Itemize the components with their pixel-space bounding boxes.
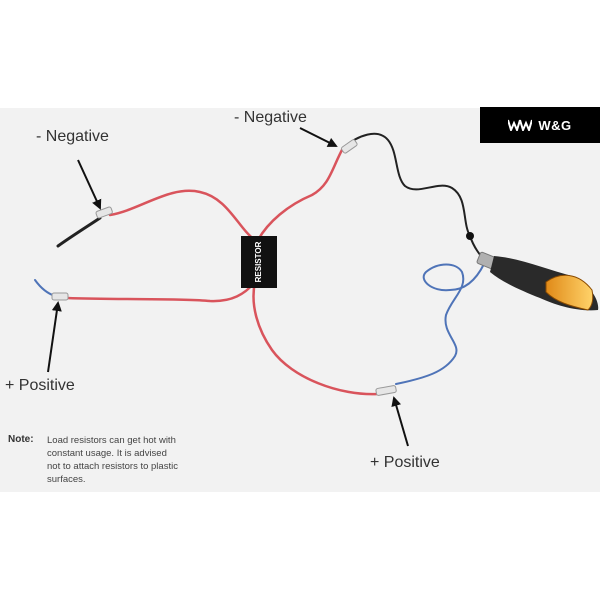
wire-junction-dot (466, 232, 474, 240)
red-wire-right-positive (252, 280, 380, 396)
connector-left-positive (51, 292, 69, 301)
connector-left-negative (95, 206, 113, 219)
black-wire-stub-left (56, 216, 102, 248)
red-wire-top-negative (256, 146, 345, 242)
red-wire-left-negative (108, 189, 257, 242)
connector-right-positive (375, 385, 397, 396)
label-negative-top: - Negative (234, 109, 307, 126)
red-wire-left-positive (65, 280, 257, 303)
blue-wire-right (395, 263, 485, 385)
brand-logo: W&G (480, 107, 600, 143)
label-negative-left: - Negative (36, 128, 109, 145)
arrow-negative-left (77, 159, 102, 210)
label-positive-left: + Positive (5, 377, 75, 394)
arrow-positive-left (47, 301, 62, 373)
note-heading: Note: (8, 434, 34, 445)
label-positive-right: + Positive (370, 454, 440, 471)
red-wires (65, 146, 380, 396)
resistor-label: RESISTOR (254, 241, 263, 282)
led-indicator-light (476, 251, 599, 311)
arrows (47, 127, 409, 447)
indicator-lens (545, 274, 594, 311)
connector-top-negative (341, 139, 358, 154)
arrow-negative-top (299, 127, 338, 147)
arrow-positive-right (391, 396, 409, 447)
note-text: Load resistors can get hot with constant… (47, 435, 178, 485)
w-and-g-logo-icon (508, 119, 533, 131)
resistor-block (241, 236, 277, 288)
logo-text: W&G (538, 117, 572, 133)
connectors (51, 139, 397, 396)
